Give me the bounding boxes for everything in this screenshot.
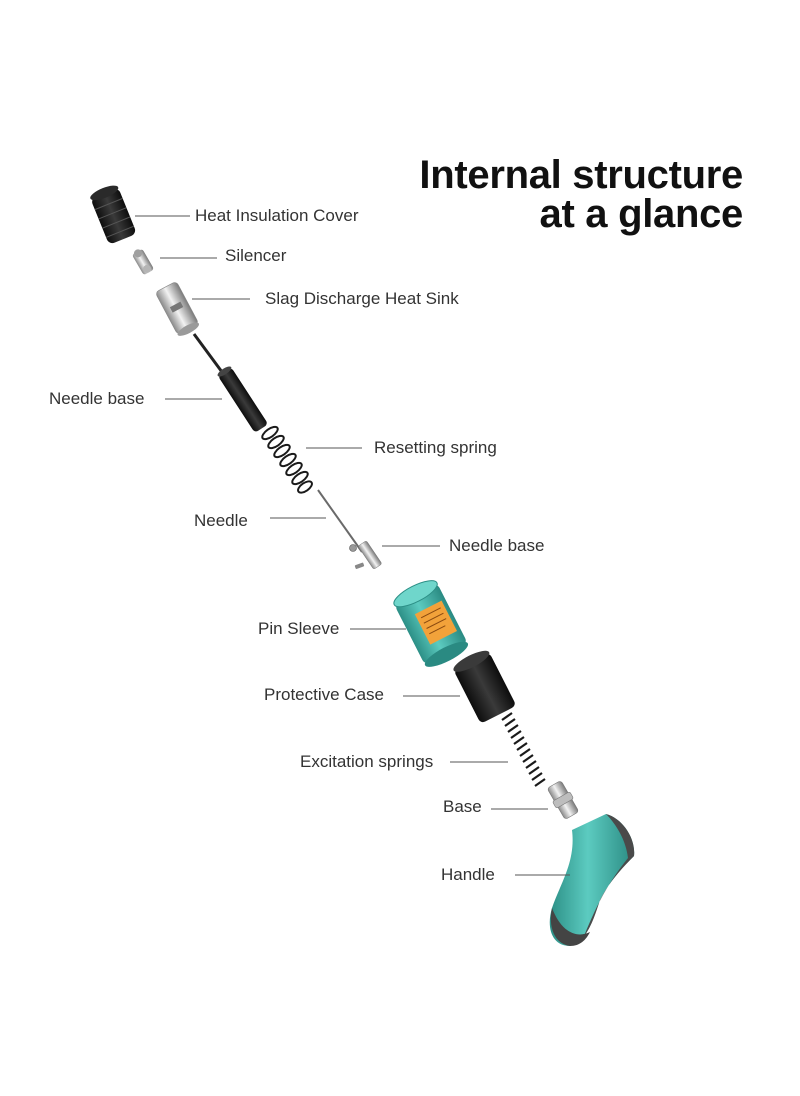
needle-base-lower-part: [358, 541, 382, 569]
label-resetting-spring: Resetting spring: [374, 438, 497, 457]
needle-part: [317, 489, 363, 553]
label-protective-case: Protective Case: [264, 685, 384, 704]
label-pin-sleeve: Pin Sleeve: [258, 619, 340, 638]
label-handle: Handle: [441, 865, 495, 884]
label-base: Base: [443, 797, 482, 816]
headline: Internal structure at a glance: [419, 153, 744, 236]
slag-discharge-heat-sink-part: [156, 282, 200, 336]
rod-part: [192, 333, 224, 373]
label-needle: Needle: [194, 511, 248, 530]
handle-part: [549, 814, 635, 946]
screw-part: [349, 544, 357, 552]
resetting-spring-part: [261, 425, 313, 494]
headline-line-1: Internal structure: [419, 153, 743, 197]
label-silencer: Silencer: [225, 246, 287, 265]
needle-base-upper-part: [217, 366, 267, 432]
silencer-part: [132, 249, 154, 275]
headline-line-2: at a glance: [539, 192, 744, 236]
pin-sleeve-part: [393, 580, 469, 667]
label-excitation-springs: Excitation springs: [300, 752, 434, 771]
label-needle-base-upper: Needle base: [49, 389, 145, 408]
excitation-springs-part: [501, 712, 546, 787]
label-slag-discharge-heat-sink: Slag Discharge Heat Sink: [265, 289, 459, 308]
heat-insulation-cover-part: [90, 185, 136, 244]
label-needle-base-lower: Needle base: [449, 536, 545, 555]
protective-case-part: [453, 650, 515, 723]
screw-part: [354, 562, 365, 569]
label-heat-insulation-cover: Heat Insulation Cover: [195, 206, 359, 225]
base-part: [547, 781, 579, 819]
